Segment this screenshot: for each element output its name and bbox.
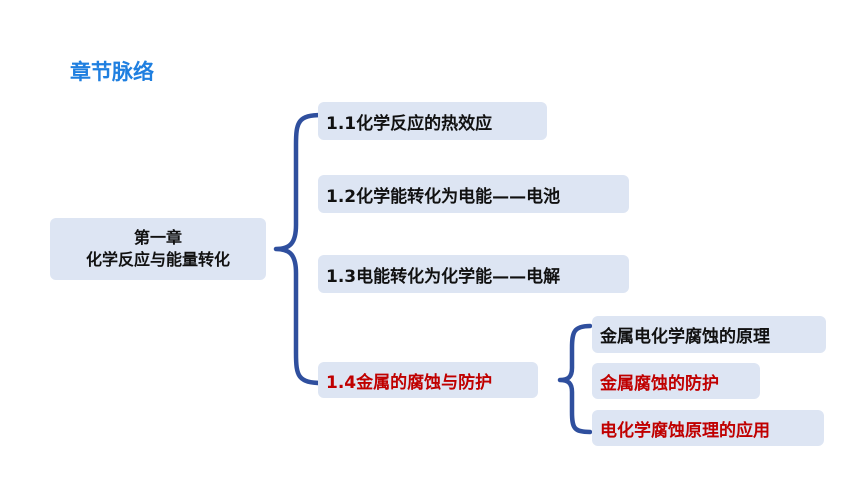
section-label: 1.2化学能转化为电能——电池 — [326, 186, 561, 207]
section-label: 1.1化学反应的热效应 — [326, 113, 493, 134]
section-node-1-4: 1.4金属的腐蚀与防护 — [318, 362, 538, 398]
main-brace — [273, 112, 325, 386]
chapter-title: 化学反应与能量转化 — [85, 250, 230, 269]
subsection-node-corrosion-principle: 金属电化学腐蚀的原理 — [592, 316, 826, 353]
sub-brace — [557, 323, 593, 435]
page-title: 章节脉络 — [70, 60, 154, 84]
section-label: 1.4金属的腐蚀与防护 — [326, 372, 493, 393]
subsection-node-corrosion-protection: 金属腐蚀的防护 — [592, 363, 760, 399]
chapter-number: 第一章 — [133, 228, 182, 247]
subsection-node-principle-application: 电化学腐蚀原理的应用 — [592, 410, 824, 446]
subsection-label: 金属腐蚀的防护 — [600, 373, 719, 394]
subsection-label: 金属电化学腐蚀的原理 — [600, 327, 770, 347]
section-node-1-3: 1.3电能转化为化学能——电解 — [318, 255, 629, 293]
subsection-label: 电化学腐蚀原理的应用 — [600, 420, 770, 441]
section-label: 1.3电能转化为化学能——电解 — [326, 266, 561, 287]
section-node-1-1: 1.1化学反应的热效应 — [318, 102, 547, 140]
section-node-1-2: 1.2化学能转化为电能——电池 — [318, 175, 629, 213]
chapter-root-node: 第一章 化学反应与能量转化 — [50, 218, 266, 280]
